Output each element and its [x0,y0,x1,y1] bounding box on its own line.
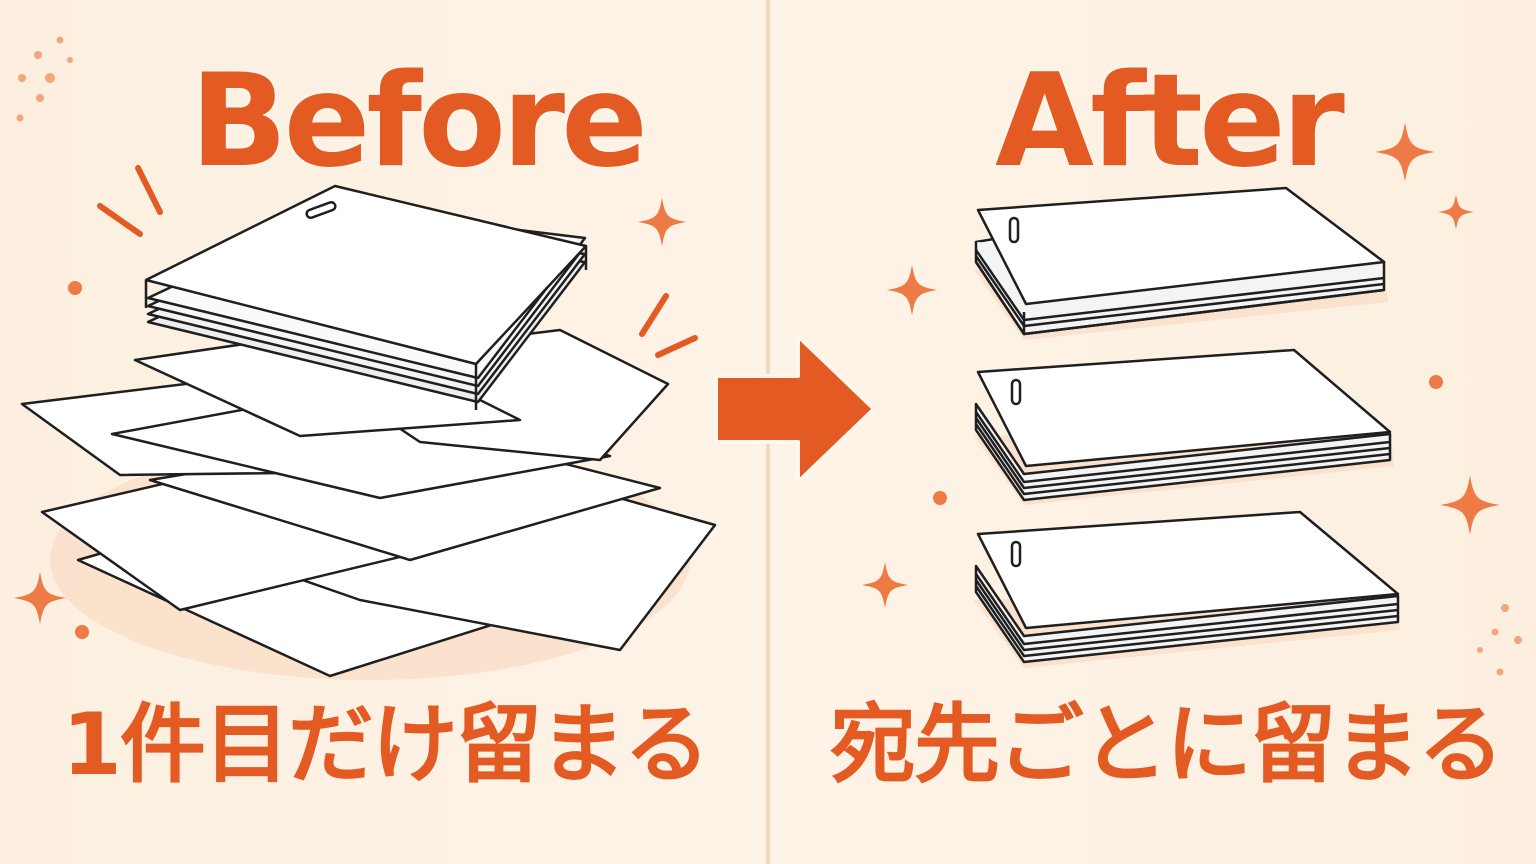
staple-icon [1010,540,1022,568]
scattered-papers [20,328,717,680]
after-caption: 宛先ごとに留まる [830,695,1504,795]
dots-cluster-left [16,36,73,122]
sparkle-icon [861,561,909,609]
staple-icon [1010,378,1022,406]
stack-1 [974,186,1388,340]
sparkle-icon [886,264,938,316]
sparkle-icon [1440,475,1500,535]
stack-3 [974,510,1400,668]
before-heading: Before [189,47,650,196]
staple-icon [305,200,337,220]
sparkle-icon [1438,194,1474,230]
accent-dots [68,281,1443,639]
before-caption: 1件目だけ留まる [62,695,710,795]
after-heading: After [994,47,1347,196]
burst-lines [97,165,698,358]
dots-cluster-right [1477,604,1522,676]
staple-icon [1008,216,1020,244]
neat-stacks-after [974,186,1400,668]
right-arrow-icon [714,334,876,484]
stack-2 [974,348,1394,505]
sparkle-icon [1375,122,1435,182]
stapled-stack-before [144,184,588,410]
sparkle-icon [637,197,687,247]
